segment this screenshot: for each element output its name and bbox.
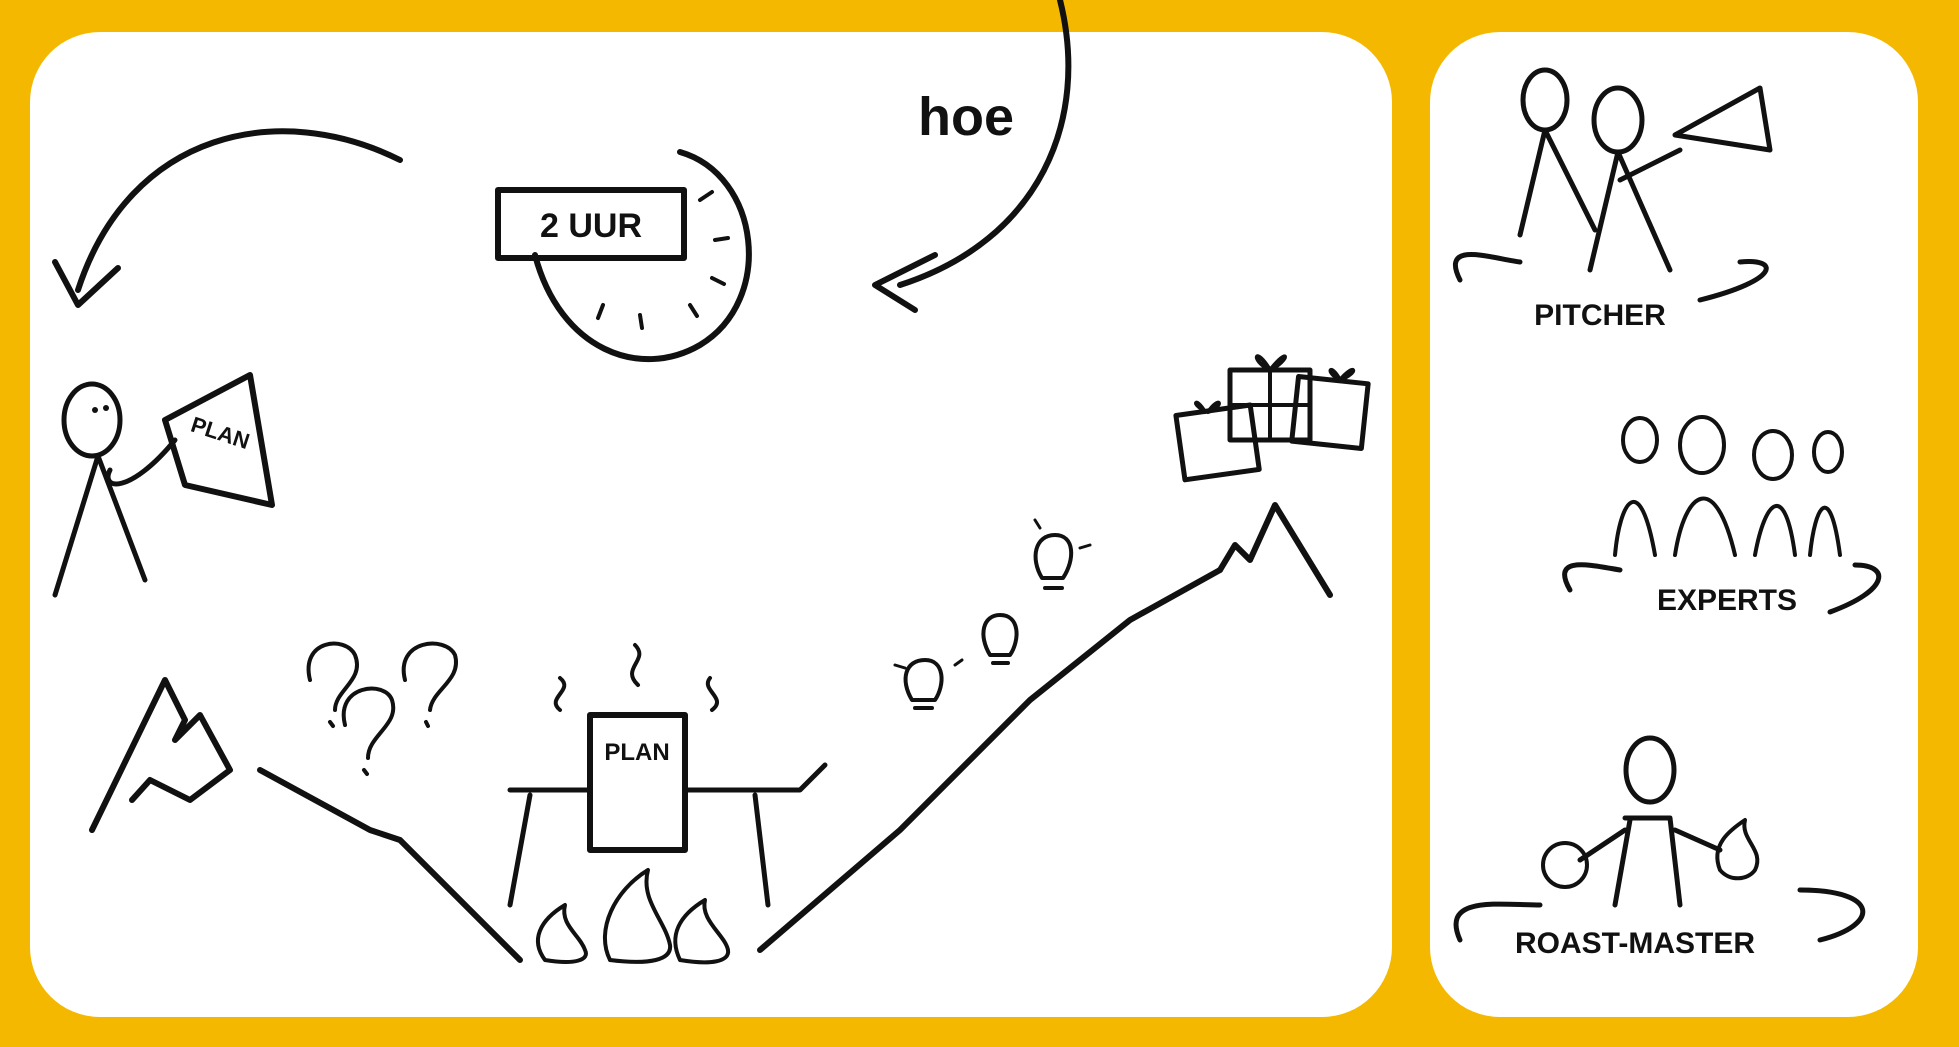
question-marks-icon <box>306 641 459 776</box>
pitcher-figure <box>1452 67 1773 303</box>
roast-master-label: ROAST-MASTER <box>1515 927 1755 960</box>
valley-path <box>257 567 1223 963</box>
experts-label: EXPERTS <box>1657 584 1797 617</box>
plan-sign-label: PLAN <box>188 412 253 454</box>
hoe-label: hoe <box>918 87 1014 147</box>
journey-panel <box>30 32 1392 1017</box>
clock-label: 2 UUR <box>540 207 642 245</box>
clock-icon <box>495 149 752 363</box>
pitcher-label: PITCHER <box>1534 299 1666 332</box>
right-mountain-icon <box>1217 502 1333 598</box>
gifts-icon <box>1173 354 1371 483</box>
planner-figure <box>52 372 275 598</box>
roasting-plan-icon <box>507 643 828 965</box>
roast-master-figure <box>1453 735 1866 943</box>
incoming-arrow <box>872 0 1072 313</box>
experts-figures <box>1562 415 1882 615</box>
lightbulbs-icon <box>893 518 1092 710</box>
left-mountain-icon <box>89 677 233 833</box>
return-arrow <box>52 128 403 308</box>
roast-plan-label: PLAN <box>604 739 669 766</box>
